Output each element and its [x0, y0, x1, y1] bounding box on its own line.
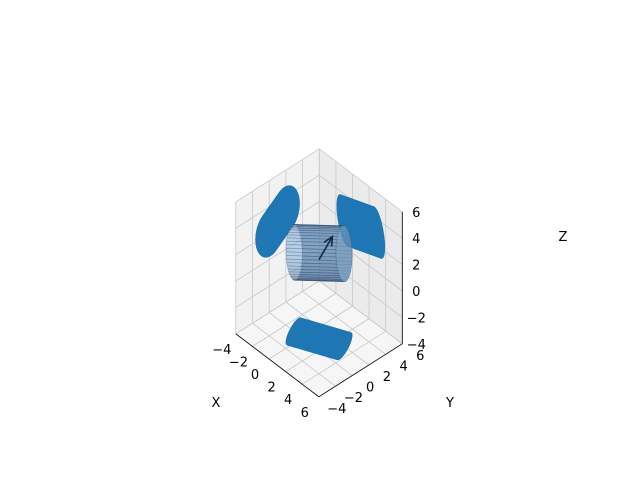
y-tick-label: 4 [399, 359, 407, 374]
arrow-shaft [318, 236, 334, 261]
z-tick-label: 2 [412, 259, 420, 274]
gridline-y [252, 191, 336, 387]
projection-x-plane-cap-end [272, 185, 300, 234]
y-tick-label: −4 [327, 402, 346, 417]
cylinder-cap-end [335, 225, 353, 282]
gridline-y [302, 159, 386, 355]
z-tick-label: 6 [412, 206, 420, 221]
y-tick-label: 6 [416, 349, 424, 364]
y-tick-label: 2 [383, 370, 391, 385]
projection-z-plane-cap-start [285, 317, 303, 346]
x-tick-label: −2 [229, 355, 248, 370]
x-tick-label: 2 [267, 381, 275, 396]
y-axis-line [318, 343, 403, 398]
projection-z-plane-cap-end [335, 332, 353, 361]
x-axis-label: X [212, 396, 221, 411]
x-tick-label: 6 [301, 406, 309, 421]
arrow-head [323, 235, 334, 247]
y-axis-label: Y [445, 396, 454, 411]
projection-y-plane-cap-end [369, 206, 385, 259]
x-axis-line [235, 333, 320, 398]
x-tick-label: −4 [212, 343, 231, 358]
z-axis-label: Z [559, 230, 568, 245]
gridline-z [235, 148, 403, 213]
z-tick-label: −2 [407, 311, 426, 326]
surfaces [255, 185, 386, 361]
z-tick-label: 4 [412, 232, 420, 247]
z-tick-label: −4 [407, 338, 426, 353]
y-tick-label: 0 [366, 381, 374, 396]
y-tick-label: −2 [344, 391, 363, 406]
x-tick-label: 4 [284, 393, 292, 408]
x-tick-label: 0 [251, 368, 259, 383]
z-tick-label: 0 [412, 285, 420, 300]
